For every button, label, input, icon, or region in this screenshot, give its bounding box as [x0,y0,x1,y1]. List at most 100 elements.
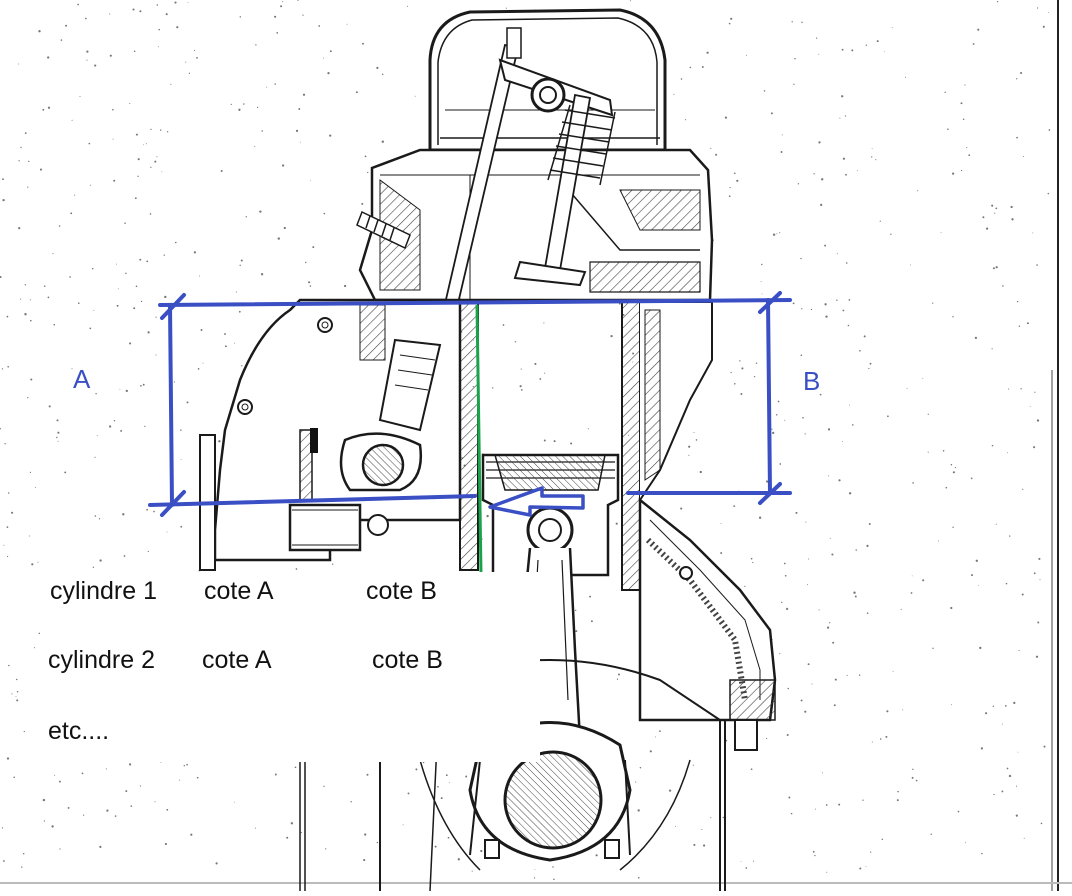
speckle [868,523,871,525]
speckle [1001,723,1003,725]
speckle [800,257,802,260]
speckle [173,381,175,383]
speckle [86,59,88,61]
speckle [65,24,68,27]
speckle [145,143,147,145]
speckle [871,741,873,743]
speckle [290,822,294,825]
speckle [917,190,919,192]
speckle [51,825,54,828]
speckle [95,393,97,395]
speckle [1039,579,1041,581]
speckle [770,112,773,115]
speckle [1036,419,1040,422]
speckle [58,780,61,783]
speckle [871,147,873,149]
speckle [1018,650,1020,652]
speckle [480,849,483,853]
speckle [116,304,119,307]
speckle [6,315,9,318]
speckle [514,341,517,343]
speckle [34,486,36,488]
speckle [445,774,448,777]
speckle [31,563,34,566]
speckle [21,866,23,868]
speckle [695,439,698,441]
speckle [1048,12,1049,13]
speckle [3,544,5,546]
speckle [520,389,523,391]
speckle [361,202,364,205]
row-1-side-b: cote B [366,577,437,605]
speckle [1023,837,1025,839]
speckle [966,147,968,149]
speckle [944,91,946,94]
speckle [59,848,61,850]
speckle [282,0,284,2]
speckle [56,419,59,422]
speckle [710,147,712,149]
speckle [142,383,145,386]
speckle [295,568,298,570]
speckle [18,160,20,162]
speckle [376,841,379,844]
speckle [1038,557,1041,560]
speckle [992,705,995,708]
speckle [164,295,167,299]
speckle [407,5,409,7]
speckle [29,319,32,322]
speckle [763,90,766,92]
speckle [329,50,332,53]
speckle [1035,655,1039,658]
speckle [866,544,869,548]
speckle [793,83,795,85]
speckle [155,354,157,356]
speckle [6,526,9,528]
speckle [7,365,10,368]
speckle [505,7,507,9]
speckle [841,440,843,442]
speckle [47,56,50,59]
speckle [1033,446,1036,449]
speckle [274,15,277,18]
speckle [942,450,945,452]
speckle [951,172,955,175]
speckle [688,445,691,448]
speckle [30,378,33,381]
speckle [952,526,954,529]
speckle [364,155,367,158]
speckle [957,810,960,813]
speckle [692,764,694,766]
speckle [2,178,4,181]
speckle [940,232,942,234]
speckle [159,129,162,131]
speckle [853,591,856,594]
speckle [158,28,160,31]
speckle [277,237,280,240]
speckle [1018,325,1021,327]
speckle [847,324,850,327]
speckle [783,562,786,565]
speckle [750,557,753,560]
speckle [260,273,264,276]
speckle [1010,205,1013,209]
speckle [93,309,95,311]
speckle [325,848,327,850]
speckle [750,768,753,771]
speckle [124,222,126,224]
speckle [761,263,763,266]
speckle [1022,155,1024,157]
speckle [980,747,984,750]
speckle [402,824,404,826]
speckle [448,782,450,784]
speckle [870,851,872,853]
speckle [239,16,242,18]
row-2-cylinder: cylindre 2 [48,646,155,674]
speckle [659,730,661,732]
speckle [16,691,19,693]
speckle [780,151,783,153]
speckle [199,275,200,277]
speckle [457,858,460,861]
speckle [4,443,6,445]
speckle [196,776,199,779]
